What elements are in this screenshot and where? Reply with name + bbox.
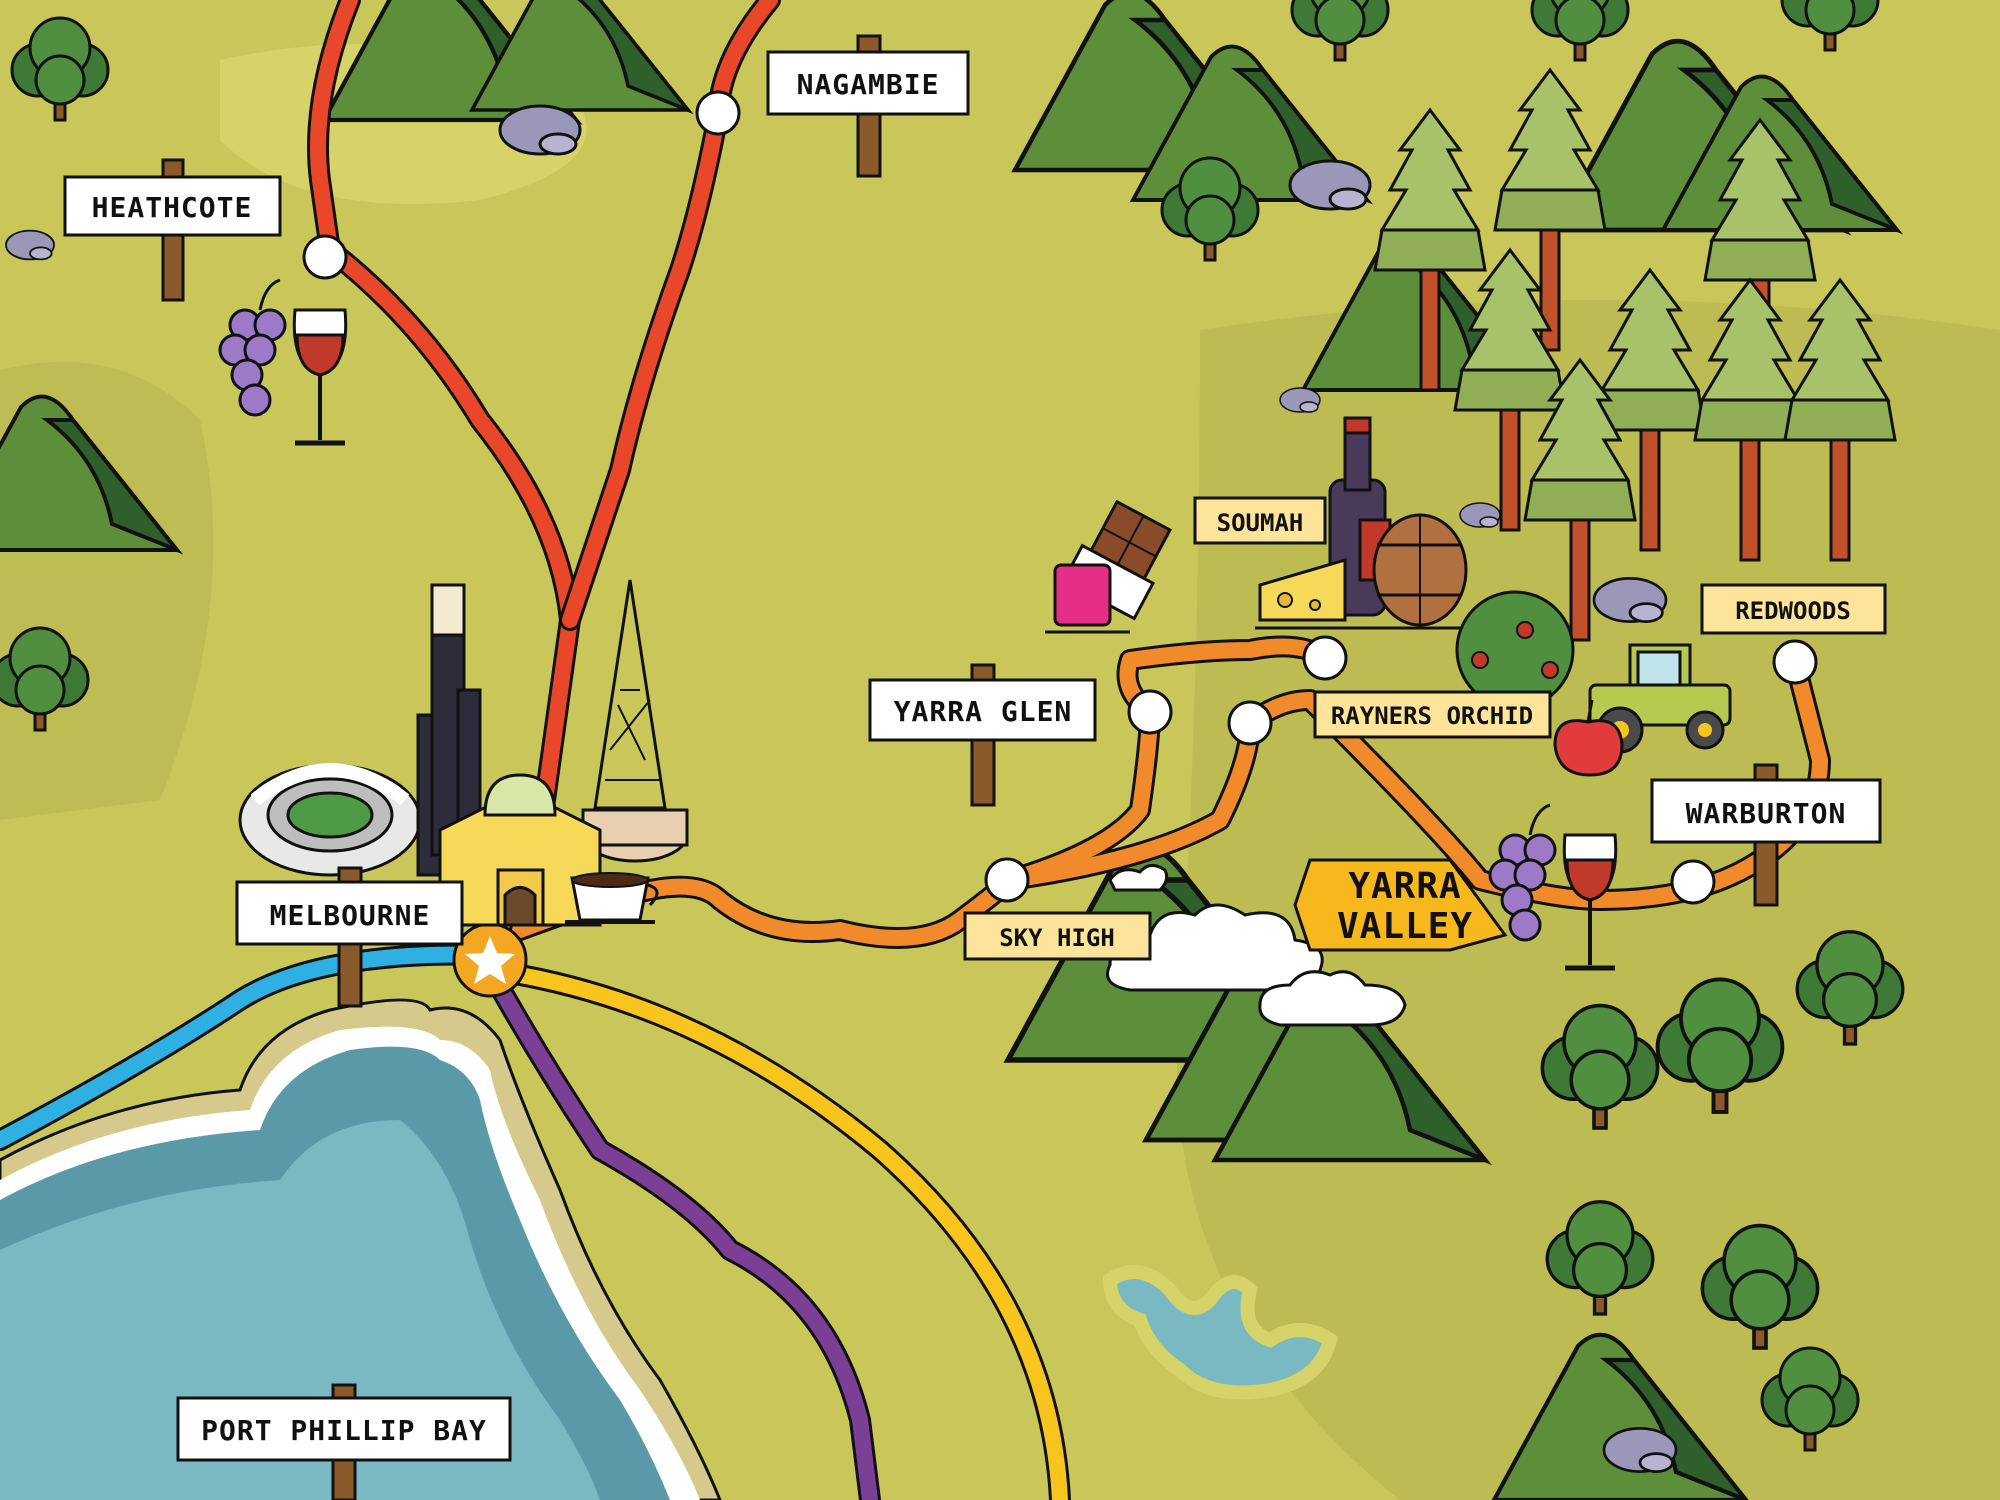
route-red-nagambie xyxy=(562,0,778,628)
tag-sky-high[interactable]: SKY HIGH xyxy=(963,911,1152,961)
tag-label: RAYNERS ORCHID xyxy=(1331,702,1533,730)
signpost-nagambie[interactable]: NAGAMBIE xyxy=(766,34,970,178)
tag-label: SOUMAH xyxy=(1217,509,1304,537)
sign-label: NAGAMBIE xyxy=(797,68,940,101)
banner-line1: YARRA xyxy=(1348,866,1461,907)
chocolate-jam-icon xyxy=(1045,499,1172,634)
apple-icon xyxy=(1553,699,1624,777)
route-purple xyxy=(482,962,878,1500)
yarra-valley-banner: YARRA VALLEY xyxy=(1293,858,1508,952)
clouds xyxy=(1106,864,1407,1027)
signpost-heathcote[interactable]: HEATHCOTE xyxy=(63,158,282,302)
stop-sky-high[interactable] xyxy=(984,857,1030,903)
sign-label: WARBURTON xyxy=(1686,797,1847,830)
stop-heathcote[interactable] xyxy=(302,234,348,280)
sign-label: MELBOURNE xyxy=(270,899,431,932)
route-yellow xyxy=(482,962,1068,1500)
signpost-melbourne[interactable]: MELBOURNE xyxy=(235,866,464,1008)
tag-label: SKY HIGH xyxy=(999,924,1115,952)
tag-label: REDWOODS xyxy=(1735,597,1851,625)
wine-cheese-barrel-icon xyxy=(1255,416,1470,630)
tag-redwoods[interactable]: REDWOODS xyxy=(1700,583,1887,635)
tractor-icon xyxy=(1588,643,1732,754)
coffee-cup-icon xyxy=(565,872,659,924)
arts-spire-icon xyxy=(581,579,689,863)
stop-warburton[interactable] xyxy=(1670,859,1716,905)
stop-rayners-orchid[interactable] xyxy=(1227,700,1273,746)
stop-soumah[interactable] xyxy=(1302,635,1348,681)
signpost-warburton[interactable]: WARBURTON xyxy=(1650,763,1882,907)
sign-label: YARRA GLEN xyxy=(894,695,1073,728)
tag-soumah[interactable]: SOUMAH xyxy=(1193,496,1327,545)
stop-yarra-glen[interactable] xyxy=(1127,689,1173,735)
station-dome-icon xyxy=(438,773,602,927)
tag-rayners-orchid[interactable]: RAYNERS ORCHID xyxy=(1313,690,1552,739)
sign-label: PORT PHILLIP BAY xyxy=(201,1414,487,1447)
stop-nagambie[interactable] xyxy=(695,90,741,136)
route-blue xyxy=(0,946,498,1148)
sign-label: HEATHCOTE xyxy=(92,191,253,224)
stadium-icon xyxy=(238,763,422,877)
star-shape xyxy=(465,936,515,984)
apple-tree-icon xyxy=(1455,590,1575,712)
route-stops xyxy=(302,90,1818,998)
signpost-port-phillip-bay[interactable]: PORT PHILLIP BAY xyxy=(176,1383,512,1500)
routes xyxy=(0,0,1831,1500)
port-phillip-bay-water xyxy=(0,998,722,1500)
lake xyxy=(1102,1265,1338,1400)
signpost-yarra-glen[interactable]: YARRA GLEN xyxy=(868,663,1097,807)
melbourne-landmarks xyxy=(238,579,689,927)
banner-line2: VALLEY xyxy=(1337,906,1473,947)
route-red-heathcote xyxy=(310,0,578,808)
stop-redwoods[interactable] xyxy=(1772,639,1818,685)
